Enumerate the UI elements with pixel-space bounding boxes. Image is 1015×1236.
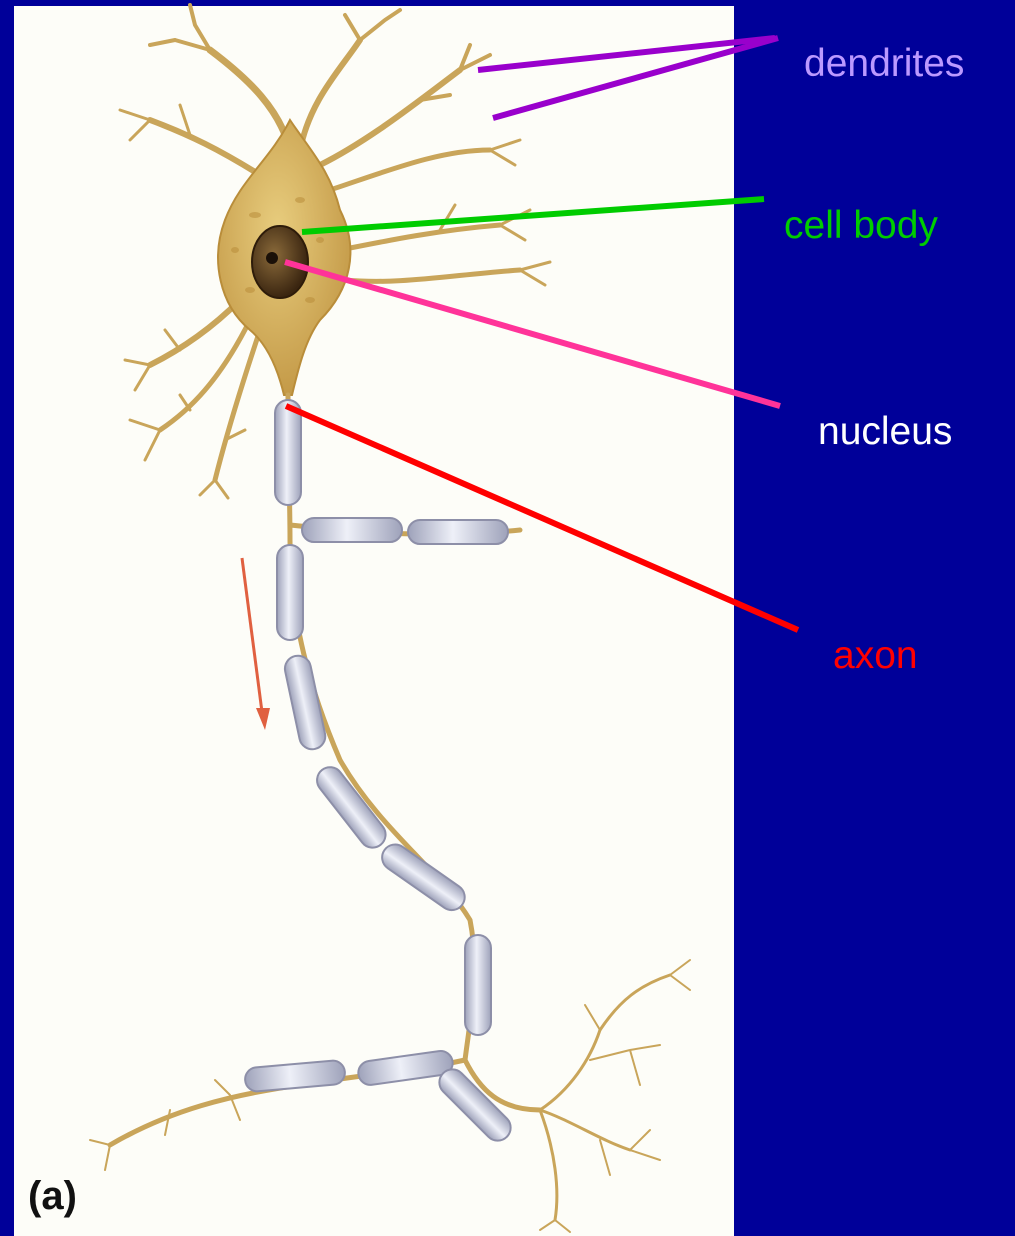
axon-terminals-drawing — [90, 960, 690, 1232]
label-nucleus: nucleus — [818, 412, 952, 451]
label-axon: axon — [833, 636, 918, 675]
dendrites-leader-line-2 — [493, 38, 778, 118]
myelin-sheaths-drawing — [244, 400, 516, 1146]
panel-letter: (a) — [28, 1174, 77, 1219]
nucleus-leader-line — [285, 262, 780, 406]
nucleolus-drawing — [266, 252, 278, 264]
signal-direction-arrow — [242, 558, 270, 730]
label-dendrites: dendrites — [804, 44, 964, 83]
nucleus-drawing — [252, 226, 308, 298]
cell-body-leader-line — [302, 199, 764, 232]
label-cell-body: cell body — [784, 206, 938, 245]
